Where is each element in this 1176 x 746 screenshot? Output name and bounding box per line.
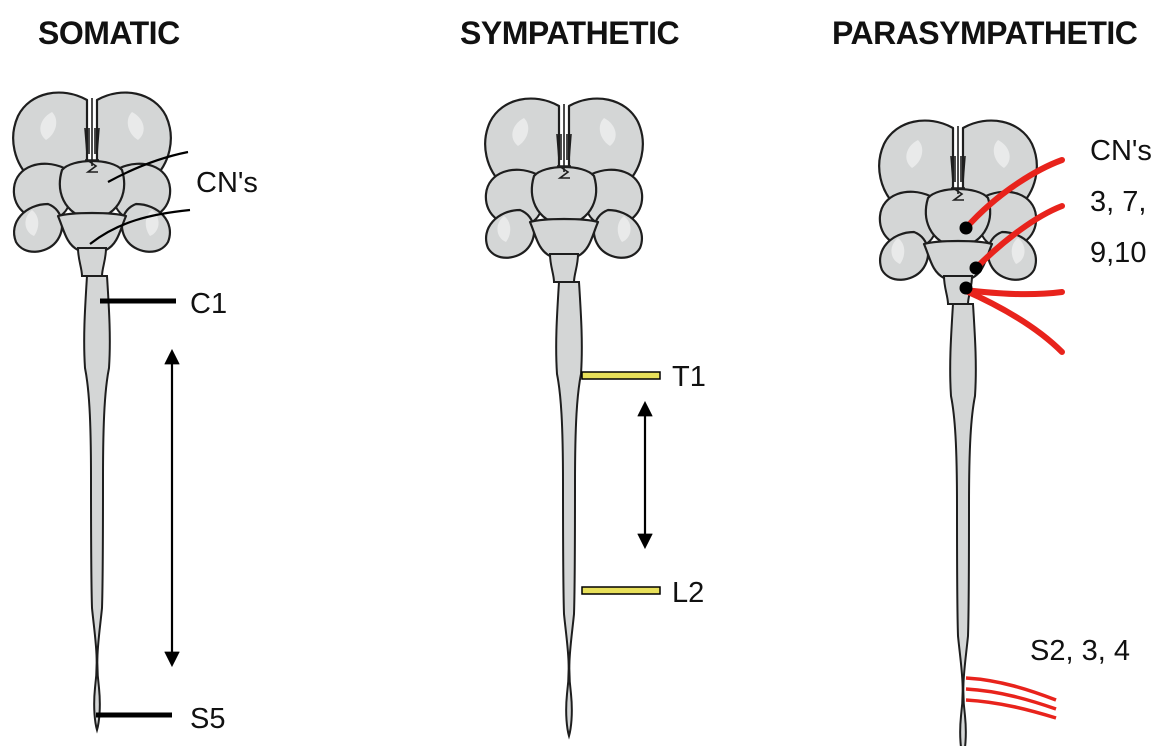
somatic-title: SOMATIC xyxy=(38,15,180,51)
sympathetic-panel: SYMPATHETIC T1 L2 xyxy=(460,15,706,736)
sympathetic-brain xyxy=(485,99,643,282)
sympathetic-t1-label: T1 xyxy=(672,361,706,393)
somatic-spinal-cord xyxy=(84,276,110,730)
parasympathetic-cn-numbers-2: 9,10 xyxy=(1090,237,1146,269)
sympathetic-title: SYMPATHETIC xyxy=(460,15,679,51)
somatic-cn-label: CN's xyxy=(196,167,258,199)
parasympathetic-sacral-nerves xyxy=(966,678,1056,718)
parasympathetic-sacral-label: S2, 3, 4 xyxy=(1030,635,1130,667)
somatic-s5-label: S5 xyxy=(190,703,225,735)
parasympathetic-cn-label: CN's xyxy=(1090,135,1152,167)
somatic-c1-label: C1 xyxy=(190,288,227,320)
somatic-panel: SOMATIC CN's C1 S5 xyxy=(13,15,258,735)
parasympathetic-cn-numbers-1: 3, 7, xyxy=(1090,186,1146,218)
parasympathetic-brain xyxy=(879,121,1037,304)
parasympathetic-panel: PARASYMPATHETIC CN's 3, 7, 9,10 S2, 3, 4 xyxy=(832,15,1152,746)
sympathetic-t1-nerve xyxy=(582,372,660,379)
sympathetic-l2-label: L2 xyxy=(672,577,704,609)
somatic-brain xyxy=(13,93,171,276)
sympathetic-l2-nerve xyxy=(582,587,660,594)
parasympathetic-title: PARASYMPATHETIC xyxy=(832,15,1138,51)
sympathetic-spinal-cord xyxy=(556,282,582,736)
